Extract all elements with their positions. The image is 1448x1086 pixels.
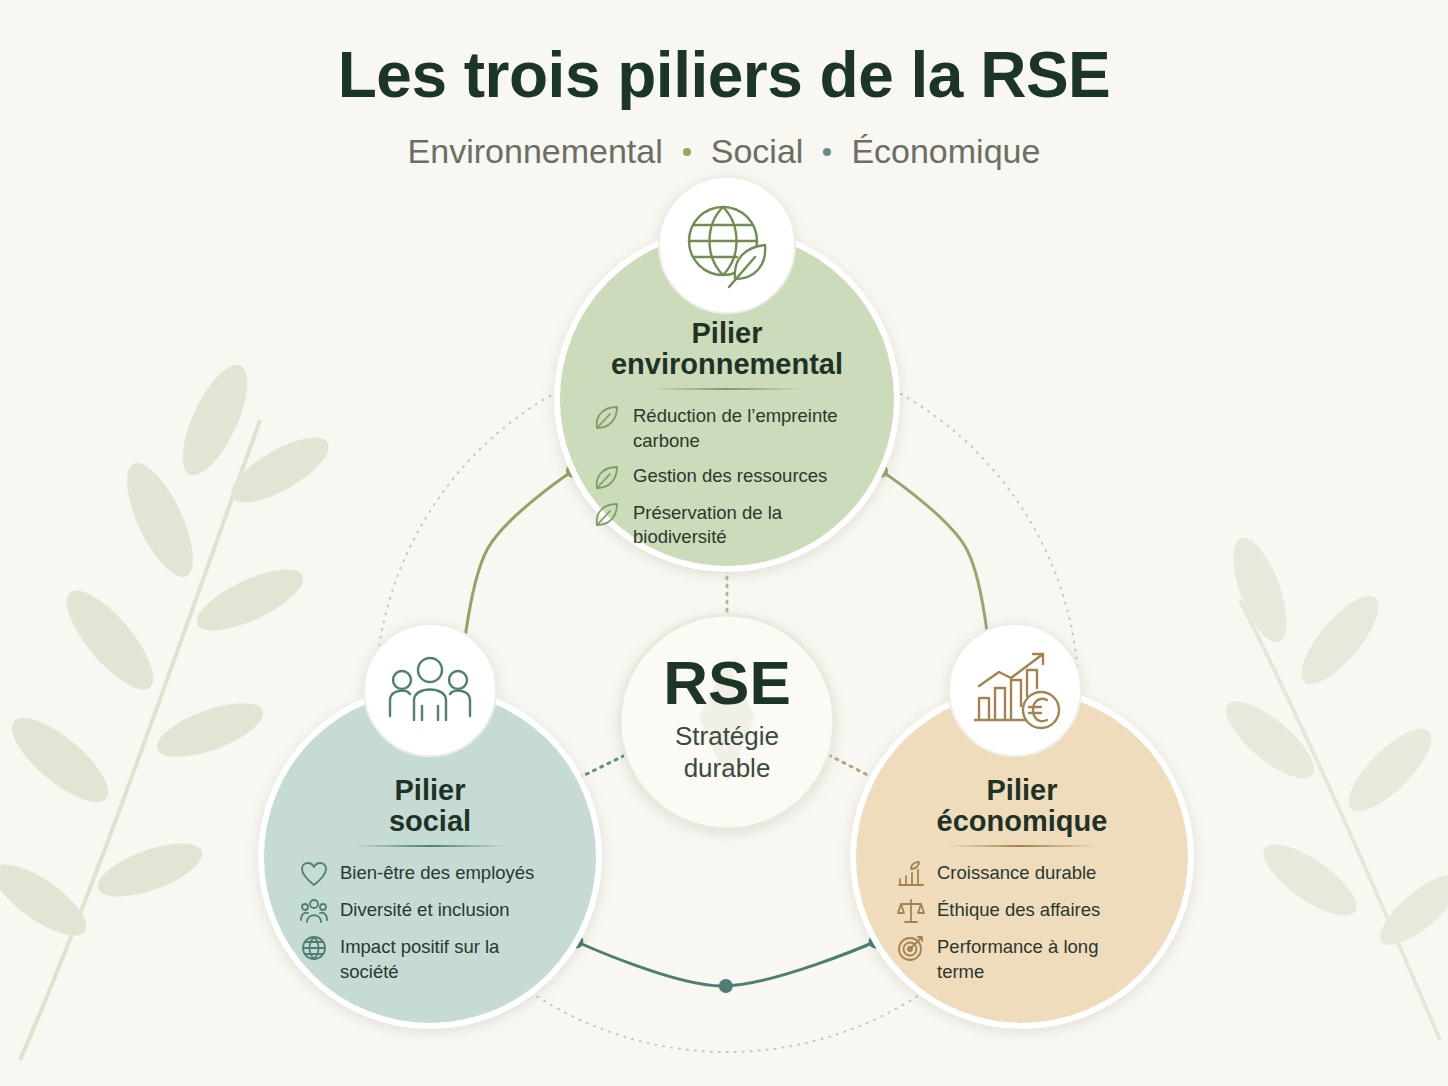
list-row: Croissance durable <box>897 861 1147 887</box>
subtitle-label: Social <box>711 132 804 171</box>
heading-rule <box>652 388 802 390</box>
item-icon <box>300 898 328 924</box>
pillar-heading: Pilier économique <box>912 775 1132 836</box>
heading-rule <box>355 845 505 847</box>
connector-group <box>829 755 873 778</box>
center-subtitle: Stratégie durable <box>657 720 797 785</box>
connector-group <box>727 569 728 615</box>
item-icon <box>300 935 328 961</box>
dotted-connector <box>726 569 729 615</box>
list-item: Réduction de l’empreinte carbone <box>633 404 861 452</box>
connector-group <box>579 755 625 778</box>
list-row: Impact positif sur la société <box>300 935 560 983</box>
item-icon <box>897 935 925 961</box>
center-title: RSE <box>617 652 837 714</box>
pillar-content: Pilier économiqueCroissance durableÉthiq… <box>897 775 1147 995</box>
pillar-content: Pilier socialBien-être des employésDiver… <box>300 775 560 995</box>
center-content: RSEStratégie durable <box>617 652 837 785</box>
social-pillar: Pilier socialBien-être des employésDiver… <box>258 685 602 1029</box>
list-item: Bien-être des employés <box>340 861 560 885</box>
subtitle-row: Environnemental Social Économique <box>0 132 1448 171</box>
separator-dot <box>823 148 831 156</box>
list-row: Performance à long terme <box>897 935 1147 983</box>
item-icon <box>300 861 328 887</box>
rse-center: RSEStratégie durable <box>617 612 837 832</box>
pillar-icon <box>949 624 1081 756</box>
list-item: Préservation de la biodiversité <box>633 501 861 549</box>
list-item: Diversité et inclusion <box>340 898 560 922</box>
connector-group <box>569 935 882 993</box>
dotted-connector <box>579 755 625 778</box>
environmental-pillar: Pilier environnementalRéduction de l’emp… <box>554 226 900 572</box>
pillar-heading: Pilier social <box>350 775 510 836</box>
title: Les trois piliers de la RSE <box>0 38 1448 112</box>
list-item: Gestion des ressources <box>633 464 861 488</box>
list-row: Bien-être des employés <box>300 861 560 887</box>
list-row: Diversité et inclusion <box>300 898 560 924</box>
economic-pillar: Pilier économiqueCroissance durableÉthiq… <box>850 685 1194 1029</box>
list-item: Impact positif sur la société <box>340 935 560 983</box>
subtitle-label: Environnemental <box>408 132 663 171</box>
item-icon <box>593 464 621 490</box>
dotted-connector <box>829 755 873 778</box>
pillar-heading: Pilier environnemental <box>593 318 861 379</box>
item-icon <box>593 501 621 527</box>
circle-shape <box>850 685 1194 1029</box>
item-icon <box>897 861 925 887</box>
list-row: Gestion des ressources <box>593 464 861 490</box>
list-item: Croissance durable <box>937 861 1147 885</box>
list-row: Réduction de l’empreinte carbone <box>593 404 861 452</box>
circle-shape <box>258 685 602 1029</box>
separator-dot <box>683 148 691 156</box>
list-item: Performance à long terme <box>937 935 1147 983</box>
list-item: Éthique des affaires <box>937 898 1147 922</box>
item-icon <box>593 404 621 430</box>
list-row: Éthique des affaires <box>897 898 1147 924</box>
list-row: Préservation de la biodiversité <box>593 501 861 549</box>
pillar-icon <box>659 177 795 313</box>
pillar-content: Pilier environnementalRéduction de l’emp… <box>593 318 861 560</box>
subtitle-label: Économique <box>851 132 1040 171</box>
connector-dot <box>719 979 733 993</box>
heading-rule <box>947 845 1097 847</box>
pillar-icon <box>364 624 496 756</box>
item-icon <box>897 898 925 924</box>
